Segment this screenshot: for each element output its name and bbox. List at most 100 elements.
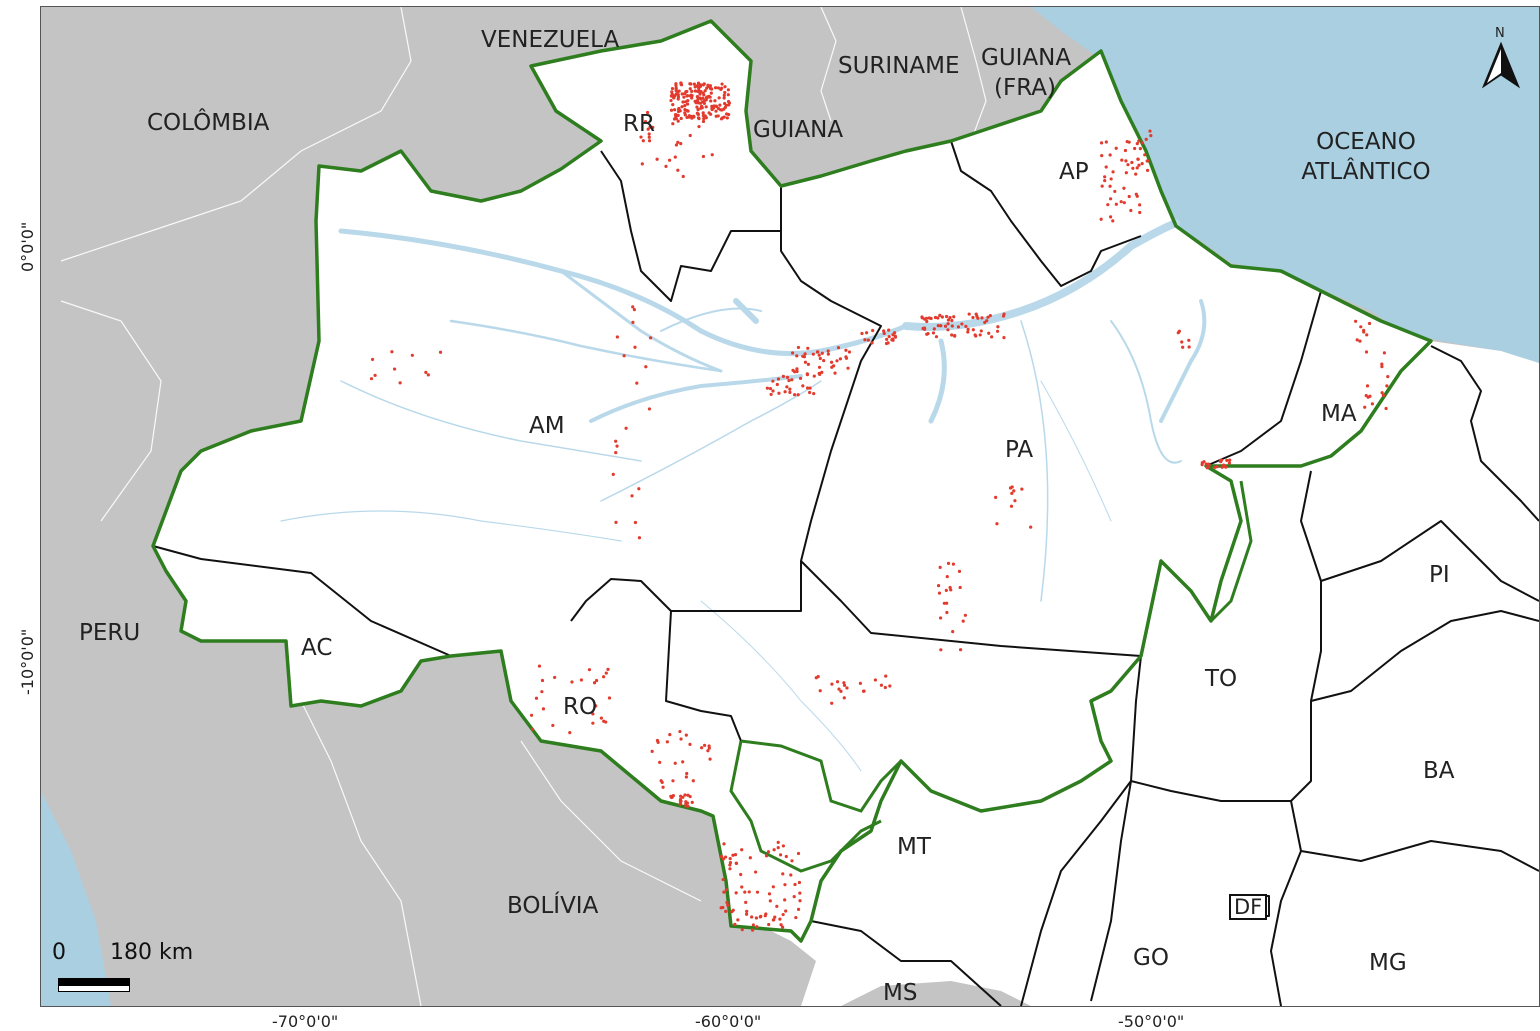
occurrence-point: [713, 86, 718, 90]
pacific-ocean: [41, 791, 111, 1006]
occurrence-point: [734, 861, 738, 865]
mt-inner-boundary: [729, 739, 903, 873]
occurrence-point: [842, 696, 846, 700]
occurrence-point: [764, 854, 769, 858]
occurrence-point: [803, 360, 808, 364]
occurrence-point: [890, 338, 894, 342]
occurrence-point: [633, 345, 637, 349]
occurrence-point: [665, 740, 669, 744]
occurrence-point: [724, 103, 728, 107]
occurrence-point: [978, 333, 982, 337]
occurrence-point: [679, 81, 683, 85]
occurrence-point: [693, 99, 697, 103]
occurrence-point: [602, 675, 606, 679]
occurrence-point: [719, 906, 723, 910]
occurrence-point: [714, 114, 718, 118]
occurrence-point: [682, 95, 686, 99]
map-canvas: [41, 7, 1539, 1006]
occurrence-point: [696, 81, 701, 85]
occurrence-point: [925, 319, 929, 324]
occurrence-point: [641, 139, 645, 143]
occurrence-point: [1002, 336, 1006, 340]
occurrence-point: [937, 591, 942, 595]
occurrence-point: [1109, 215, 1113, 219]
occurrence-point: [932, 327, 936, 331]
occurrence-point: [938, 616, 943, 620]
occurrence-point: [793, 882, 797, 887]
occurrence-point: [705, 86, 709, 90]
occurrence-point: [793, 393, 797, 397]
occurrence-point: [644, 365, 648, 369]
occurrence-point: [888, 684, 892, 688]
occurrence-point: [640, 162, 644, 166]
occurrence-point: [772, 918, 776, 922]
occurrence-point: [615, 335, 619, 339]
occurrence-point: [771, 389, 775, 393]
occurrence-point: [1113, 189, 1117, 194]
occurrence-point: [883, 685, 887, 690]
occurrence-point: [639, 135, 643, 139]
occurrence-point: [887, 328, 891, 332]
occurrence-point: [1354, 319, 1358, 323]
occurrence-point: [1104, 165, 1108, 169]
occurrence-point: [964, 324, 968, 328]
occurrence-point: [1135, 166, 1139, 170]
occurrence-point: [1386, 375, 1390, 379]
label-state-rr: RR: [623, 111, 655, 137]
occurrence-point: [631, 320, 635, 324]
occurrence-point: [830, 365, 834, 369]
occurrence-point: [678, 802, 683, 806]
occurrence-point: [783, 883, 787, 887]
occurrence-point: [692, 82, 697, 86]
label-bolivia: BOLÍVIA: [507, 893, 599, 919]
occurrence-point: [690, 116, 694, 120]
occurrence-point: [1100, 184, 1104, 188]
occurrence-point: [1108, 184, 1112, 188]
occurrence-point: [1358, 339, 1362, 343]
occurrence-point: [706, 83, 710, 87]
occurrence-point: [398, 381, 402, 385]
lon-label-50w: -50°0'0": [1118, 1012, 1185, 1031]
occurrence-point: [860, 331, 864, 336]
occurrence-point: [994, 495, 998, 500]
occurrence-point: [924, 316, 929, 320]
occurrence-point: [934, 335, 939, 339]
occurrence-point: [778, 853, 783, 857]
occurrence-point: [670, 86, 675, 91]
occurrence-point: [830, 701, 834, 705]
occurrence-point: [758, 915, 762, 919]
occurrence-point: [882, 329, 886, 333]
occurrence-point: [1111, 219, 1115, 223]
occurrence-point: [789, 873, 793, 877]
occurrence-point: [710, 153, 714, 157]
occurrence-point: [1146, 159, 1150, 163]
occurrence-point: [701, 83, 706, 87]
occurrence-point: [730, 909, 734, 914]
occurrence-point: [693, 89, 697, 93]
occurrence-point: [765, 386, 769, 390]
occurrence-point: [688, 87, 692, 91]
occurrence-point: [604, 671, 608, 675]
occurrence-point: [728, 860, 733, 865]
occurrence-point: [632, 308, 637, 312]
occurrence-point: [838, 357, 843, 361]
occurrence-point: [645, 110, 650, 115]
lat-label-0: 0°0'0": [18, 221, 37, 272]
occurrence-point: [951, 562, 956, 566]
occurrence-point: [726, 903, 730, 907]
occurrence-point: [622, 354, 626, 358]
occurrence-point: [755, 890, 760, 894]
occurrence-point: [938, 565, 942, 569]
occurrence-point: [1144, 137, 1148, 141]
occurrence-point: [650, 749, 654, 753]
occurrence-point: [537, 664, 542, 668]
occurrence-point: [812, 391, 816, 396]
occurrence-point: [940, 315, 944, 319]
map-frame: VENEZUELA COLÔMBIA SURINAME GUIANA (FRA)…: [40, 6, 1540, 1007]
label-state-ac: AC: [301, 635, 333, 661]
occurrence-point: [952, 315, 956, 319]
occurrence-point: [684, 733, 688, 737]
occurrence-point: [803, 352, 807, 356]
occurrence-point: [750, 915, 754, 919]
occurrence-point: [780, 925, 785, 929]
